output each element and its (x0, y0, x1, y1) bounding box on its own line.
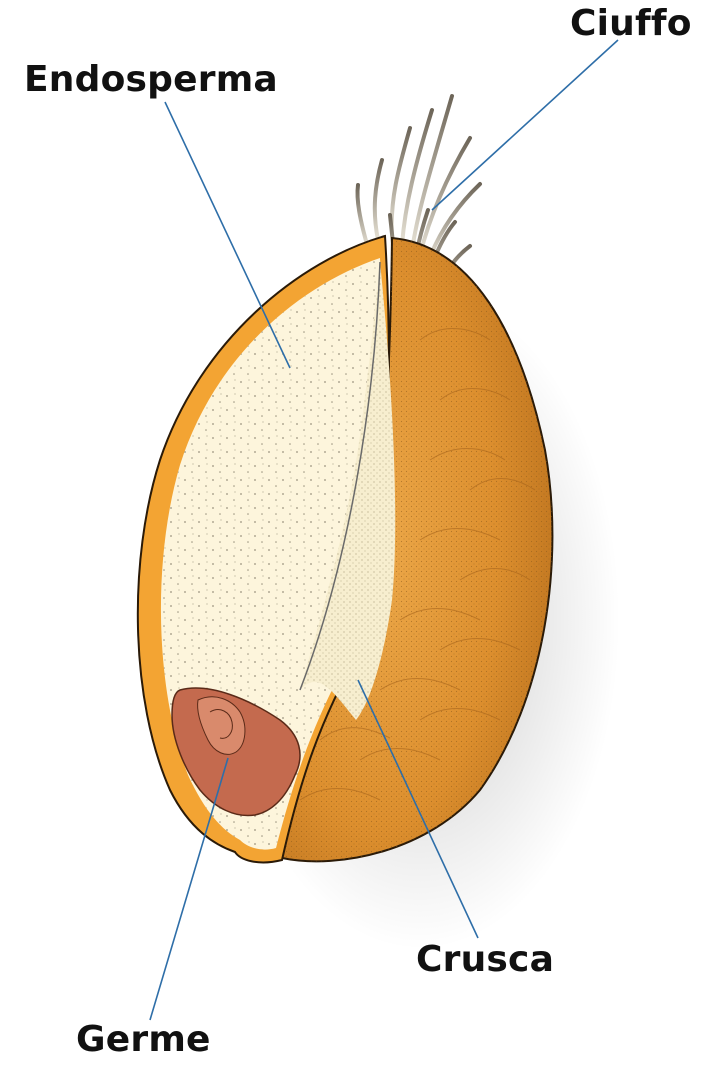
label-germe: Germe (76, 1022, 211, 1058)
leader-line-endosperma (165, 102, 290, 368)
leader-line-ciuffo (432, 40, 618, 210)
label-ciuffo: Ciuffo (570, 6, 692, 42)
label-endosperma: Endosperma (24, 62, 278, 98)
label-crusca: Crusca (416, 942, 554, 978)
